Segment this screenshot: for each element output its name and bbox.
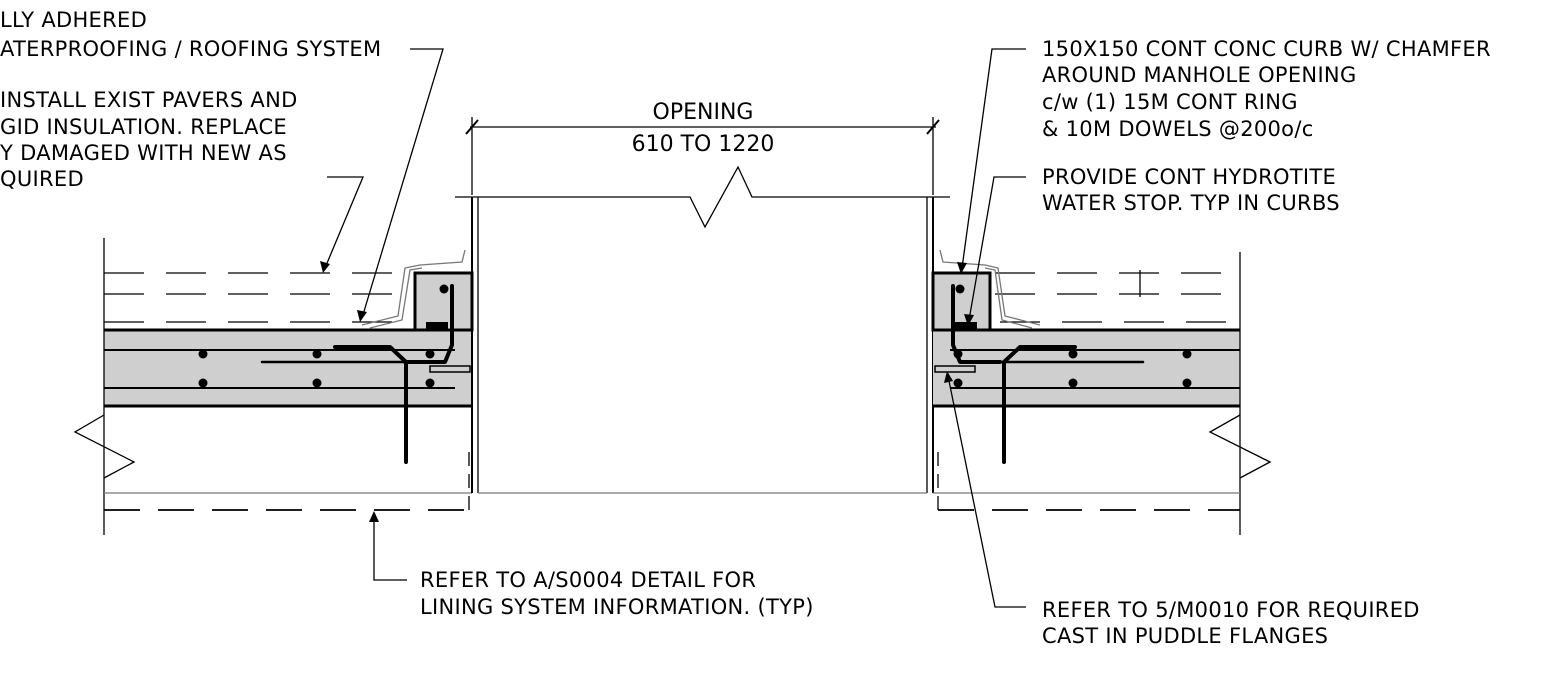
- note-pavers: INSTALL EXIST PAVERS AND GID INSULATION.…: [0, 88, 298, 191]
- note-waterproofing-line-2: ATERPROOFING / ROOFING SYSTEM: [0, 37, 381, 61]
- note-waterproofing: LLY ADHERED ATERPROOFING / ROOFING SYSTE…: [0, 8, 381, 61]
- note-lining-line-1: REFER TO A/S0004 DETAIL FOR: [420, 568, 756, 592]
- left-slab-section: [73, 238, 474, 535]
- right-break-line: [1208, 414, 1272, 479]
- opening-break-line: [455, 165, 950, 229]
- note-waterstop: PROVIDE CONT HYDROTITE WATER STOP. TYP I…: [1042, 165, 1340, 215]
- waterstop-leader: [968, 176, 1026, 321]
- right-curb-concrete: [933, 273, 990, 331]
- note-waterstop-line-2: WATER STOP. TYP IN CURBS: [1042, 191, 1340, 215]
- note-curb-line-1: 150X150 CONT CONC CURB W/ CHAMFER: [1042, 37, 1491, 61]
- waterproofing-leader: [361, 48, 444, 319]
- pavers-leader: [324, 176, 364, 269]
- right-slab-section: [931, 249, 1272, 535]
- note-pavers-line-4: QUIRED: [0, 167, 84, 191]
- note-waterstop-line-1: PROVIDE CONT HYDROTITE: [1042, 165, 1336, 189]
- opening-range: 610 TO 1220: [632, 132, 775, 157]
- note-pavers-line-2: GID INSULATION. REPLACE: [0, 115, 287, 139]
- note-curb-line-3: c/w (1) 15M CONT RING: [1042, 90, 1298, 114]
- right-rebar-dots: [953, 284, 1192, 388]
- note-lining-line-2: LINING SYSTEM INFORMATION. (TYP): [420, 595, 814, 619]
- curb-leader: [961, 48, 1026, 269]
- note-pavers-line-3: Y DAMAGED WITH NEW AS: [0, 141, 287, 165]
- note-lining: REFER TO A/S0004 DETAIL FOR LINING SYSTE…: [420, 568, 814, 619]
- left-rebar-dots: [198, 284, 449, 388]
- note-waterproofing-line-1: LLY ADHERED: [0, 8, 147, 32]
- note-pavers-line-1: INSTALL EXIST PAVERS AND: [0, 88, 298, 112]
- right-slab-concrete: [933, 330, 1240, 407]
- note-puddle-line-2: CAST IN PUDDLE FLANGES: [1042, 624, 1328, 648]
- right-waterstop: [955, 322, 977, 330]
- lining-leader: [373, 516, 407, 581]
- puddle-leader: [947, 375, 1026, 608]
- right-hooked-bar: [1002, 345, 1077, 464]
- left-waterstop: [426, 322, 448, 330]
- right-puddle-flange: [934, 365, 976, 373]
- opening: [455, 117, 950, 494]
- left-hooked-bar: [333, 345, 408, 464]
- leader-lines: [320, 48, 1026, 608]
- opening-dimension-text: OPENING 610 TO 1220: [632, 100, 775, 157]
- left-break-line: [73, 414, 136, 479]
- opening-label: OPENING: [653, 100, 754, 125]
- note-puddle: REFER TO 5/M0010 FOR REQUIRED CAST IN PU…: [1042, 598, 1420, 648]
- note-curb-line-4: & 10M DOWELS @200o/c: [1042, 117, 1314, 141]
- note-puddle-line-1: REFER TO 5/M0010 FOR REQUIRED: [1042, 598, 1420, 622]
- left-puddle-flange: [429, 365, 471, 373]
- note-curb: 150X150 CONT CONC CURB W/ CHAMFER AROUND…: [1042, 37, 1491, 141]
- note-curb-line-2: AROUND MANHOLE OPENING: [1042, 63, 1357, 87]
- left-curb-concrete: [415, 273, 472, 331]
- left-slab-concrete: [104, 330, 472, 407]
